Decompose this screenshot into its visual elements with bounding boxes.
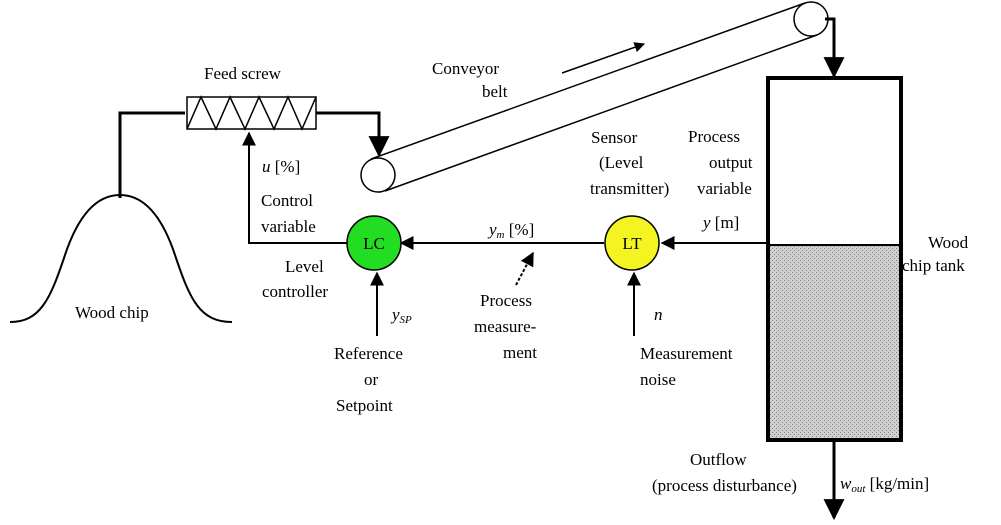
tank-label-2: chip tank [902, 256, 965, 275]
noise-label-1: Measurement [640, 344, 733, 363]
level-controller-label-1: Level [285, 257, 324, 276]
feed-screw-label: Feed screw [204, 64, 282, 83]
ysp-label: ySP [390, 305, 412, 326]
reference-label-1: Reference [334, 344, 403, 363]
sensor-label-1: Sensor [591, 128, 638, 147]
control-variable-label-1: Control [261, 191, 313, 210]
conveyor-label-2: belt [482, 82, 508, 101]
lt-label: LT [622, 234, 642, 253]
wood-chip-label: Wood chip [75, 303, 149, 322]
wood-chip-tank [766, 76, 903, 442]
process-measurement-pointer [515, 251, 534, 286]
sensor-label-2: (Level [599, 153, 644, 172]
conveyor-belt [360, 1, 829, 193]
feed-screw [186, 95, 317, 131]
reference-label-2: or [364, 370, 379, 389]
process-output-label-1: Process [688, 127, 740, 146]
process-output-label-2: output [709, 153, 753, 172]
wout-label: wout [kg/min] [840, 474, 929, 495]
y-label: y [m] [701, 213, 739, 232]
process-output-label-3: variable [697, 179, 752, 198]
conveyor-to-tank-arrow [823, 17, 845, 79]
control-signal-arrow [242, 131, 347, 244]
screw-to-conveyor-arrow [316, 111, 390, 158]
lc-label: LC [363, 234, 385, 253]
u-label: u [%] [262, 157, 300, 176]
conveyor-label: Conveyor [432, 59, 499, 78]
control-variable-label-2: variable [261, 217, 316, 236]
conveyor-direction-arrow [561, 42, 645, 74]
outflow-label-1: Outflow [690, 450, 747, 469]
process-measurement-label-1: Process [480, 291, 532, 310]
sensor-label-3: transmitter) [590, 179, 669, 198]
process-measurement-label-2: measure- [474, 317, 537, 336]
reference-label-3: Setpoint [336, 396, 393, 415]
tank-label-1: Wood [928, 233, 969, 252]
level-controller-label-2: controller [262, 282, 328, 301]
n-label: n [654, 305, 663, 324]
noise-label-2: noise [640, 370, 676, 389]
pile-to-screw-line [118, 111, 185, 198]
level-transmitter [604, 215, 660, 271]
outflow-label-2: (process disturbance) [652, 476, 797, 495]
ym-label: ym [%] [487, 220, 534, 241]
process-measurement-label-3: ment [503, 343, 537, 362]
